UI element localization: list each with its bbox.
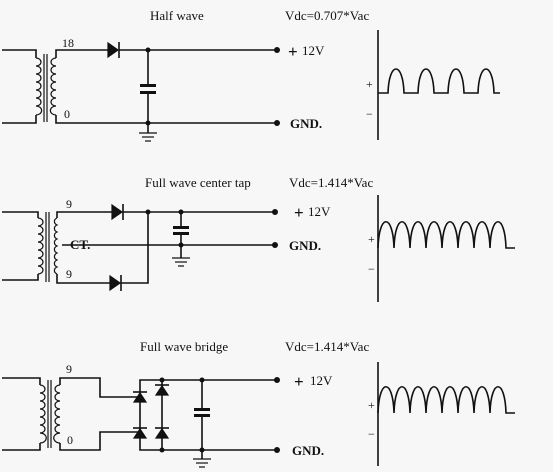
plus-sign: + bbox=[288, 42, 298, 61]
transformer bbox=[39, 380, 61, 448]
winding-bottom-label: 0 bbox=[67, 433, 73, 447]
output-voltage-label: 12V bbox=[308, 204, 331, 219]
waveform-plus: + bbox=[368, 398, 375, 412]
ground-rail bbox=[55, 115, 277, 124]
bridge-title: Full wave bridge bbox=[140, 339, 228, 354]
half-wave-section: Half wave Vdc=0.707*Vac 18 0 bbox=[2, 8, 500, 142]
winding-bottom-label: 9 bbox=[66, 267, 72, 281]
output-terminal-positive bbox=[274, 47, 280, 53]
waveform-minus: − bbox=[368, 262, 375, 276]
filter-capacitor bbox=[140, 50, 156, 123]
ground-symbol bbox=[172, 257, 190, 267]
bridge-diode bbox=[154, 427, 170, 439]
primary-coil bbox=[35, 57, 43, 116]
ground-label: GND. bbox=[289, 238, 321, 253]
plus-sign: + bbox=[294, 203, 304, 222]
output-terminal-ground bbox=[274, 120, 280, 126]
center-tap-section: Full wave center tap Vdc=1.414*Vac 9 CT.… bbox=[2, 175, 515, 302]
waveform-plus: + bbox=[368, 232, 375, 246]
half-wave-formula: Vdc=0.707*Vac bbox=[285, 8, 369, 23]
primary-input-bottom bbox=[2, 443, 41, 451]
waveform-trace bbox=[378, 68, 500, 94]
diode-arrow bbox=[107, 41, 120, 59]
diode-top bbox=[111, 203, 124, 221]
winding-top-label: 9 bbox=[66, 197, 72, 211]
winding-bottom-label: 0 bbox=[64, 107, 70, 121]
ground-label: GND. bbox=[290, 116, 322, 131]
half-wave-title: Half wave bbox=[150, 8, 204, 23]
bridge-diode bbox=[154, 384, 170, 396]
center-tap-title: Full wave center tap bbox=[145, 175, 251, 190]
winding-top-label: 9 bbox=[66, 362, 72, 376]
bridge-section: Full wave bridge Vdc=1.414*Vac 9 0 bbox=[2, 339, 515, 468]
diode-bridge bbox=[132, 379, 170, 451]
ac-input-top bbox=[59, 377, 140, 398]
primary-input-bottom bbox=[2, 115, 37, 124]
center-tap-waveform: + − bbox=[368, 195, 515, 302]
secondary-bottom-wire bbox=[56, 274, 110, 284]
cap-plate-top bbox=[140, 84, 156, 87]
waveform-trace bbox=[377, 385, 515, 414]
ac-input-bottom bbox=[59, 431, 140, 451]
waveform-minus: − bbox=[368, 427, 375, 441]
output-voltage-label: 12V bbox=[302, 43, 325, 58]
output-voltage-label: 12V bbox=[310, 373, 333, 388]
ground-symbol bbox=[139, 123, 157, 142]
primary-coil bbox=[37, 217, 44, 275]
filter-capacitor bbox=[173, 212, 189, 258]
winding-top-label: 18 bbox=[62, 36, 74, 50]
primary-input-top bbox=[2, 49, 37, 58]
diode-bottom-return bbox=[121, 212, 149, 284]
primary-input-bottom bbox=[2, 274, 39, 281]
secondary-coil bbox=[53, 384, 61, 444]
ground-label: GND. bbox=[292, 443, 324, 458]
output-terminal-positive bbox=[272, 209, 278, 215]
secondary-top-wire bbox=[56, 211, 112, 218]
center-tap-formula: Vdc=1.414*Vac bbox=[289, 175, 373, 190]
primary-coil bbox=[39, 384, 47, 444]
junction-dot bbox=[159, 447, 165, 453]
waveform-plus: + bbox=[366, 77, 373, 91]
filter-capacitor bbox=[194, 380, 210, 450]
plus-sign: + bbox=[294, 372, 304, 391]
secondary-top-wire bbox=[55, 49, 108, 58]
output-terminal-ground bbox=[274, 447, 280, 453]
transformer bbox=[37, 212, 59, 282]
waveform-trace bbox=[377, 220, 515, 249]
bridge-diode bbox=[132, 427, 148, 439]
bridge-formula: Vdc=1.414*Vac bbox=[285, 339, 369, 354]
diode-bottom bbox=[109, 274, 122, 292]
secondary-coil bbox=[53, 217, 59, 275]
secondary-coil bbox=[49, 57, 57, 116]
junction-dot bbox=[145, 209, 151, 215]
primary-input-top bbox=[2, 211, 39, 218]
half-wave-waveform: + − bbox=[366, 30, 500, 140]
junction-dot bbox=[159, 377, 165, 383]
cap-plate-bottom bbox=[140, 91, 156, 94]
primary-input-top bbox=[2, 377, 41, 385]
ground-symbol bbox=[193, 450, 211, 468]
output-terminal-ground bbox=[272, 242, 278, 248]
diode bbox=[107, 41, 120, 59]
transformer bbox=[35, 54, 57, 122]
bridge-diode bbox=[132, 391, 148, 403]
waveform-minus: − bbox=[366, 107, 373, 121]
bridge-waveform: + − bbox=[368, 362, 515, 466]
output-terminal-positive bbox=[274, 377, 280, 383]
